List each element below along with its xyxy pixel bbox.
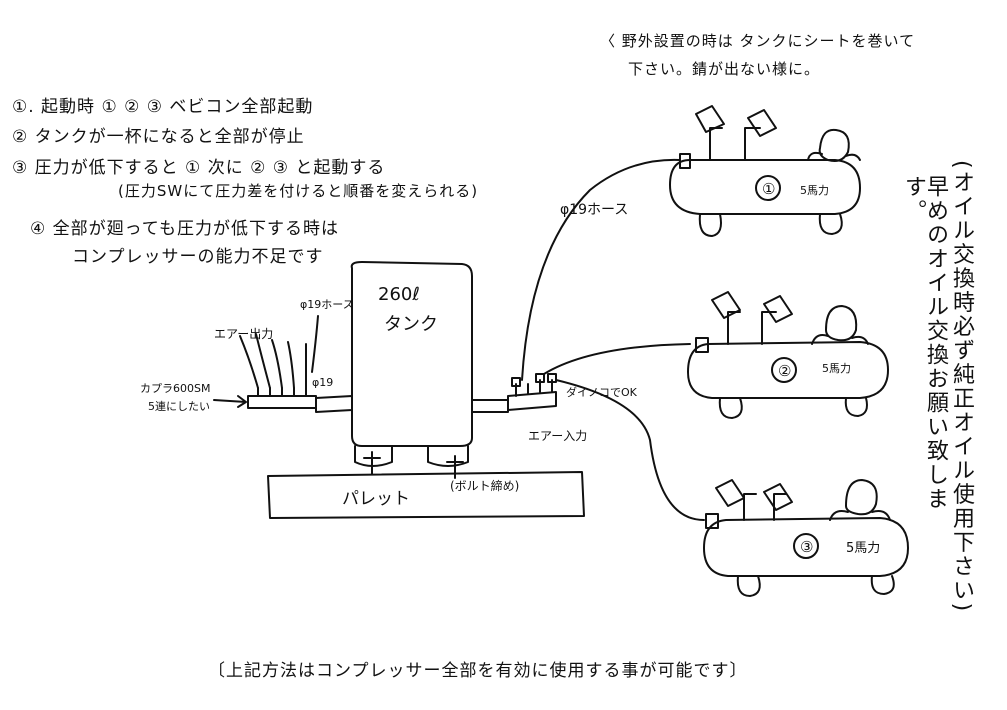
instruction-3: ③ 圧力が低下すると ① 次に ② ③ と起動する <box>12 158 386 178</box>
hose-label-top: φ19ホース <box>560 202 628 218</box>
phi19-label: φ19 <box>312 376 333 389</box>
compressor-1-number: ① <box>762 180 775 198</box>
hose-to-compressor-2 <box>543 343 691 375</box>
compressor-1 <box>669 105 861 237</box>
vertical-note-early-oil: 早めのオイル交換お願い致します。 <box>901 175 948 511</box>
vertical-note-oil: (オイル交換時必ず純正オイル使用下さい) <box>949 160 974 614</box>
tank-leg-left <box>354 445 393 467</box>
instruction-2: ② タンクが一杯になると全部が停止 <box>12 127 305 147</box>
pipe-left <box>315 395 353 413</box>
instruction-4-line2: コンプレッサーの能力不足です <box>72 247 324 267</box>
tank-label: タンク <box>384 314 438 335</box>
tank-leg-right <box>427 445 469 467</box>
bottom-note: 〔上記方法はコンプレッサー全部を有効に使用する事が可能です〕 <box>208 661 748 681</box>
compressor-3-number: ③ <box>800 538 813 556</box>
instruction-1: ①. 起動時 ① ② ③ ベビコン全部起動 <box>12 97 314 117</box>
compressor-2-power: 5馬力 <box>822 362 851 375</box>
compressor-3-circle <box>793 533 819 559</box>
coupler-label: カプラ600SM <box>140 382 210 395</box>
tank-capacity: 260ℓ <box>378 284 420 305</box>
compressor-2 <box>687 291 889 419</box>
air-output-hoses <box>239 333 307 389</box>
pallet-label: パレット <box>342 489 410 509</box>
air-input-label: エアー入力 <box>528 429 587 443</box>
bolt-right <box>446 455 464 479</box>
compressor-3 <box>703 479 909 597</box>
air-output-label: エアー出力 <box>214 327 273 341</box>
instruction-3-sub: (圧力SWにて圧力差を付けると順番を変えられる) <box>118 182 479 200</box>
compressor-1-power: 5馬力 <box>800 184 829 197</box>
compressor-2-number: ② <box>778 362 791 380</box>
coupler-note: 5連にしたい <box>148 399 210 413</box>
compressor-1-circle <box>755 175 781 201</box>
compressor-3-power: 5馬力 <box>846 541 880 556</box>
bolt-note: (ボルト締め) <box>450 478 519 493</box>
top-note-line2: 下さい。錆が出ない様に。 <box>628 60 821 78</box>
hose-to-compressor-1 <box>521 158 681 381</box>
instruction-4-line1: ④ 全部が廻っても圧力が低下する時は <box>30 219 339 239</box>
inlet-manifold <box>507 391 557 411</box>
pallet <box>267 471 585 519</box>
top-note-line1: 〈 野外設置の時は タンクにシートを巻いて <box>600 32 916 50</box>
hose-label-left: φ19ホース <box>300 298 354 311</box>
pipe-right <box>471 399 509 413</box>
coupler-manifold <box>247 395 317 409</box>
compressor-2-circle <box>771 357 797 383</box>
hose-to-compressor-3 <box>555 379 705 521</box>
tsunagi-label: ダイノコでOK <box>566 385 638 399</box>
tank-body <box>350 261 473 447</box>
bolt-left <box>363 451 381 475</box>
